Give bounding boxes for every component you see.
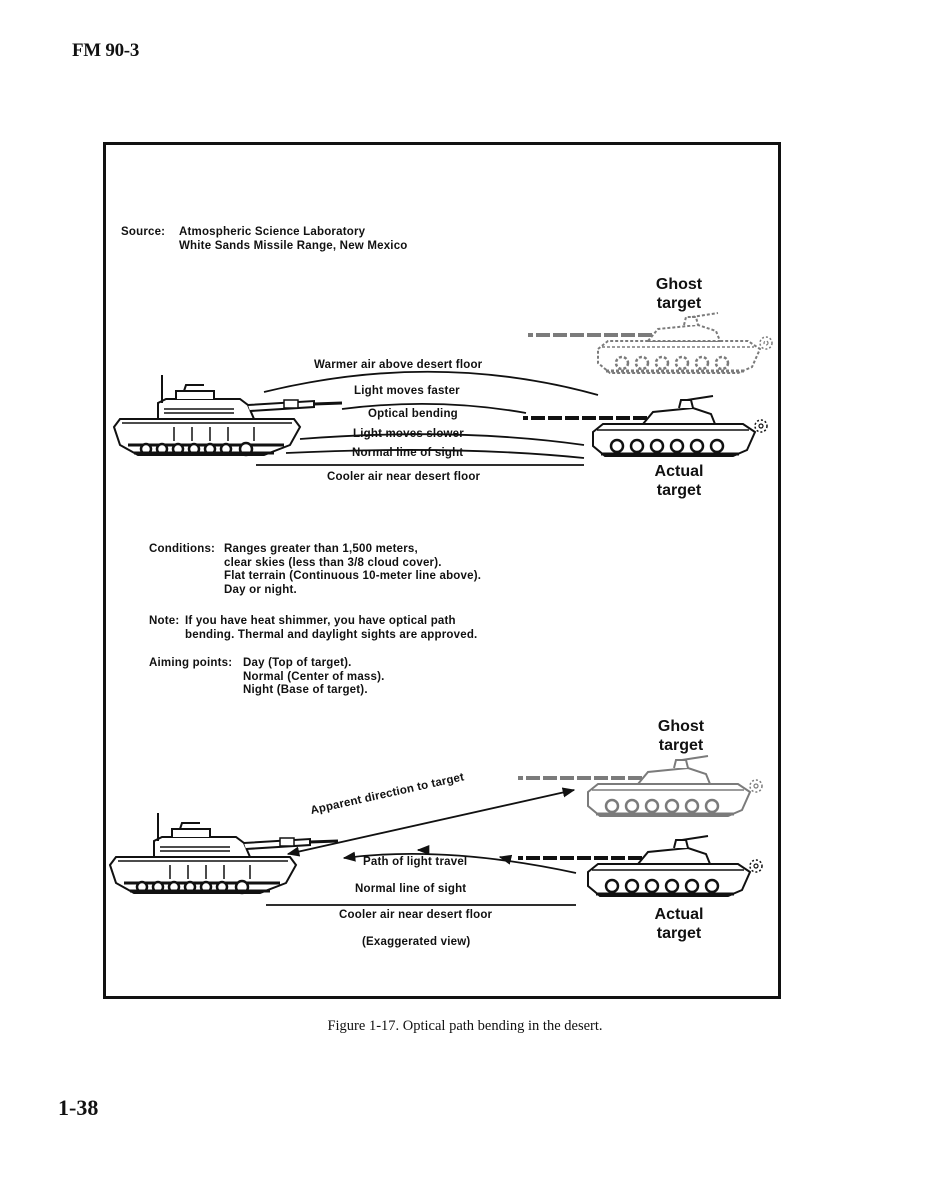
- aiming-points-block: Aiming points: Day (Top of target). Norma…: [149, 657, 385, 698]
- aiming-point-line: Night (Base of target).: [243, 684, 368, 696]
- note-block: Note: If you have heat shimmer, you have …: [149, 615, 477, 642]
- figure-frame: Source: Atmospheric Science Laboratory Wh…: [103, 142, 781, 999]
- normal-los-label: Normal line of sight: [352, 447, 464, 459]
- cooler-air-label: Cooler air near desert floor: [327, 471, 481, 483]
- source-label: Source:: [121, 226, 166, 238]
- friendly-tank-icon: [112, 373, 344, 457]
- source-line: White Sands Missile Range, New Mexico: [179, 239, 408, 252]
- aiming-points-label: Aiming points:: [149, 657, 233, 669]
- apparent-direction-arrow: [286, 787, 576, 857]
- optical-bending-label: Optical bending: [368, 408, 458, 420]
- aiming-point-line: Day (Top of target).: [243, 657, 352, 669]
- page-number: 1-38: [58, 1095, 99, 1120]
- note-line: If you have heat shimmer, you have optic…: [185, 615, 456, 627]
- actual-target-label: Actual target: [654, 463, 704, 499]
- conditions-line: Flat terrain (Continuous 10-meter line a…: [224, 570, 482, 582]
- ghost-target-label-bottom: Ghost target: [657, 718, 705, 754]
- source-line: Atmospheric Science Laboratory: [179, 226, 366, 238]
- path-of-light-label: Path of light travel: [363, 856, 468, 868]
- conditions-line: clear skies (less than 3/8 cloud cover).: [224, 556, 442, 569]
- exaggerated-view-label: (Exaggerated view): [362, 936, 471, 948]
- ghost-tank-icon-bottom: [516, 754, 764, 818]
- light-slower-label: Light moves slower: [353, 428, 464, 440]
- ghost-target-label: Ghost target: [655, 276, 703, 312]
- warm-air-boundary-line: [263, 370, 599, 396]
- note-label: Note:: [149, 615, 180, 627]
- ghost-tank-icon: [526, 311, 774, 375]
- actual-tank-icon: [521, 394, 769, 458]
- warmer-air-label: Warmer air above desert floor: [314, 359, 483, 371]
- conditions-line: Ranges greater than 1,500 meters,: [224, 543, 418, 555]
- source-block: Source: Atmospheric Science Laboratory Wh…: [121, 226, 408, 253]
- light-slower-line: [299, 433, 585, 446]
- cooler-air-label-bottom: Cooler air near desert floor: [339, 909, 493, 921]
- line-of-sight: [285, 449, 585, 459]
- conditions-block: Conditions: Ranges greater than 1,500 met…: [149, 543, 481, 597]
- running-head: FM 90-3: [72, 40, 140, 61]
- aiming-point-line: Normal (Center of mass).: [243, 670, 385, 683]
- figure-caption: Figure 1-17. Optical path bending in the…: [327, 1018, 603, 1034]
- light-path-arrow: [342, 851, 577, 874]
- normal-los-label-bottom: Normal line of sight: [355, 883, 467, 895]
- conditions-line: Day or night.: [224, 583, 297, 596]
- actual-tank-icon-bottom: [516, 834, 764, 898]
- actual-target-label-bottom: Actual target: [654, 906, 704, 942]
- optical-bending-path: [341, 402, 527, 414]
- note-line: bending. Thermal and daylight sights are…: [185, 628, 478, 641]
- light-faster-label: Light moves faster: [354, 385, 460, 397]
- friendly-tank-icon-bottom: [108, 811, 340, 895]
- conditions-label: Conditions:: [149, 543, 216, 555]
- figure-artwork: [108, 311, 774, 906]
